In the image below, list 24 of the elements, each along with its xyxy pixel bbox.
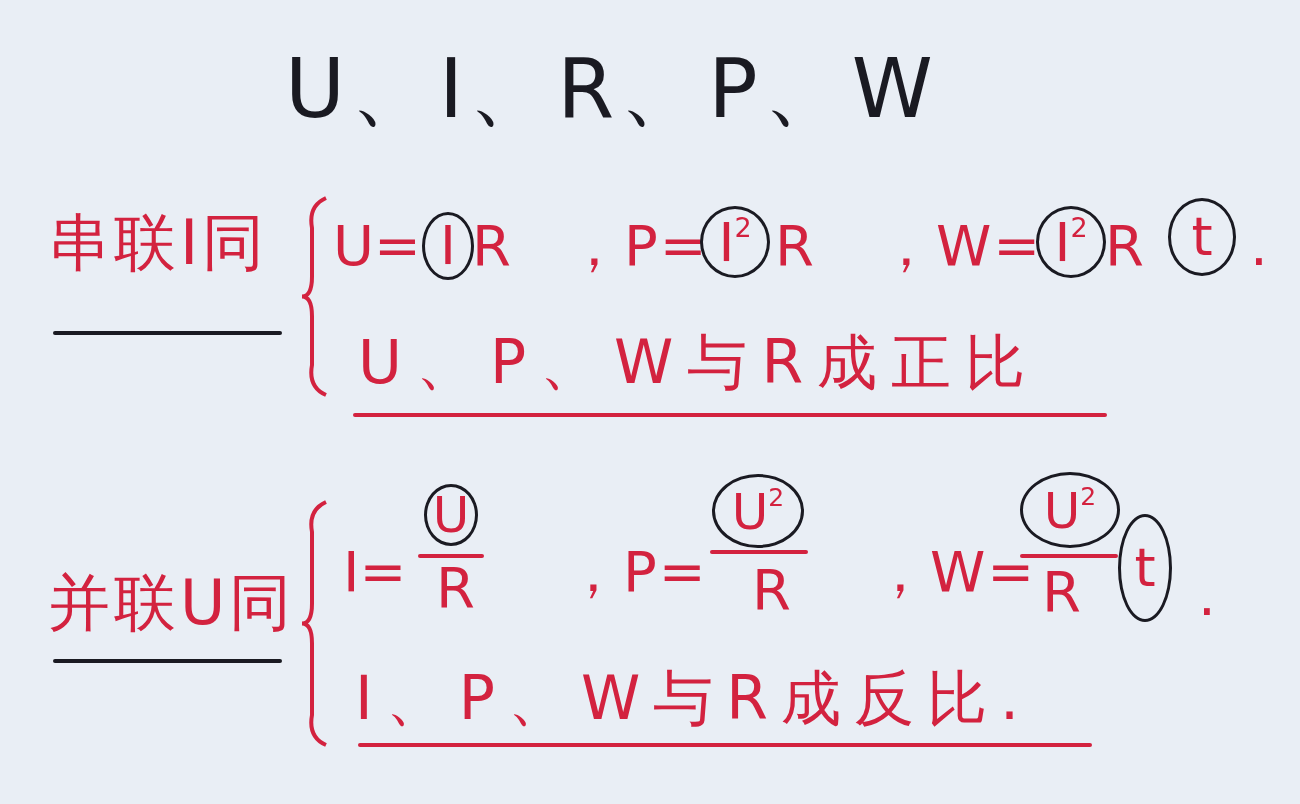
formula-text: ，P=: [565, 544, 708, 600]
note-text: I、P、W与R成反比.: [355, 668, 1032, 728]
formula-text: R: [436, 560, 475, 616]
circled-symbol: t: [1118, 514, 1172, 622]
title: U、I、R、P、W: [285, 48, 939, 130]
circled-symbol: U: [424, 484, 478, 546]
formula-text: R: [775, 218, 814, 274]
formula-text: .: [1250, 218, 1268, 274]
formula-text: R: [1042, 564, 1081, 620]
formula-text: I=: [343, 544, 407, 600]
formula-text: R: [752, 562, 791, 618]
circled-symbol: U$^{2}$: [1020, 472, 1120, 548]
circled-symbol: I$^{2}$: [700, 206, 770, 278]
formula-text: .: [1198, 568, 1216, 624]
circled-symbol: I: [422, 212, 474, 280]
circled-symbol: t: [1168, 198, 1236, 276]
formula-text: U=: [333, 218, 421, 274]
heading: 串联I同: [48, 212, 269, 274]
heading: 并联U同: [48, 572, 296, 634]
formula-text: R: [1105, 218, 1144, 274]
formula-text: R: [472, 218, 511, 274]
circled-symbol: I$^{2}$: [1036, 206, 1106, 278]
note-text: U、P、W与R成正比: [358, 332, 1040, 392]
circled-symbol: U$^{2}$: [712, 474, 804, 548]
